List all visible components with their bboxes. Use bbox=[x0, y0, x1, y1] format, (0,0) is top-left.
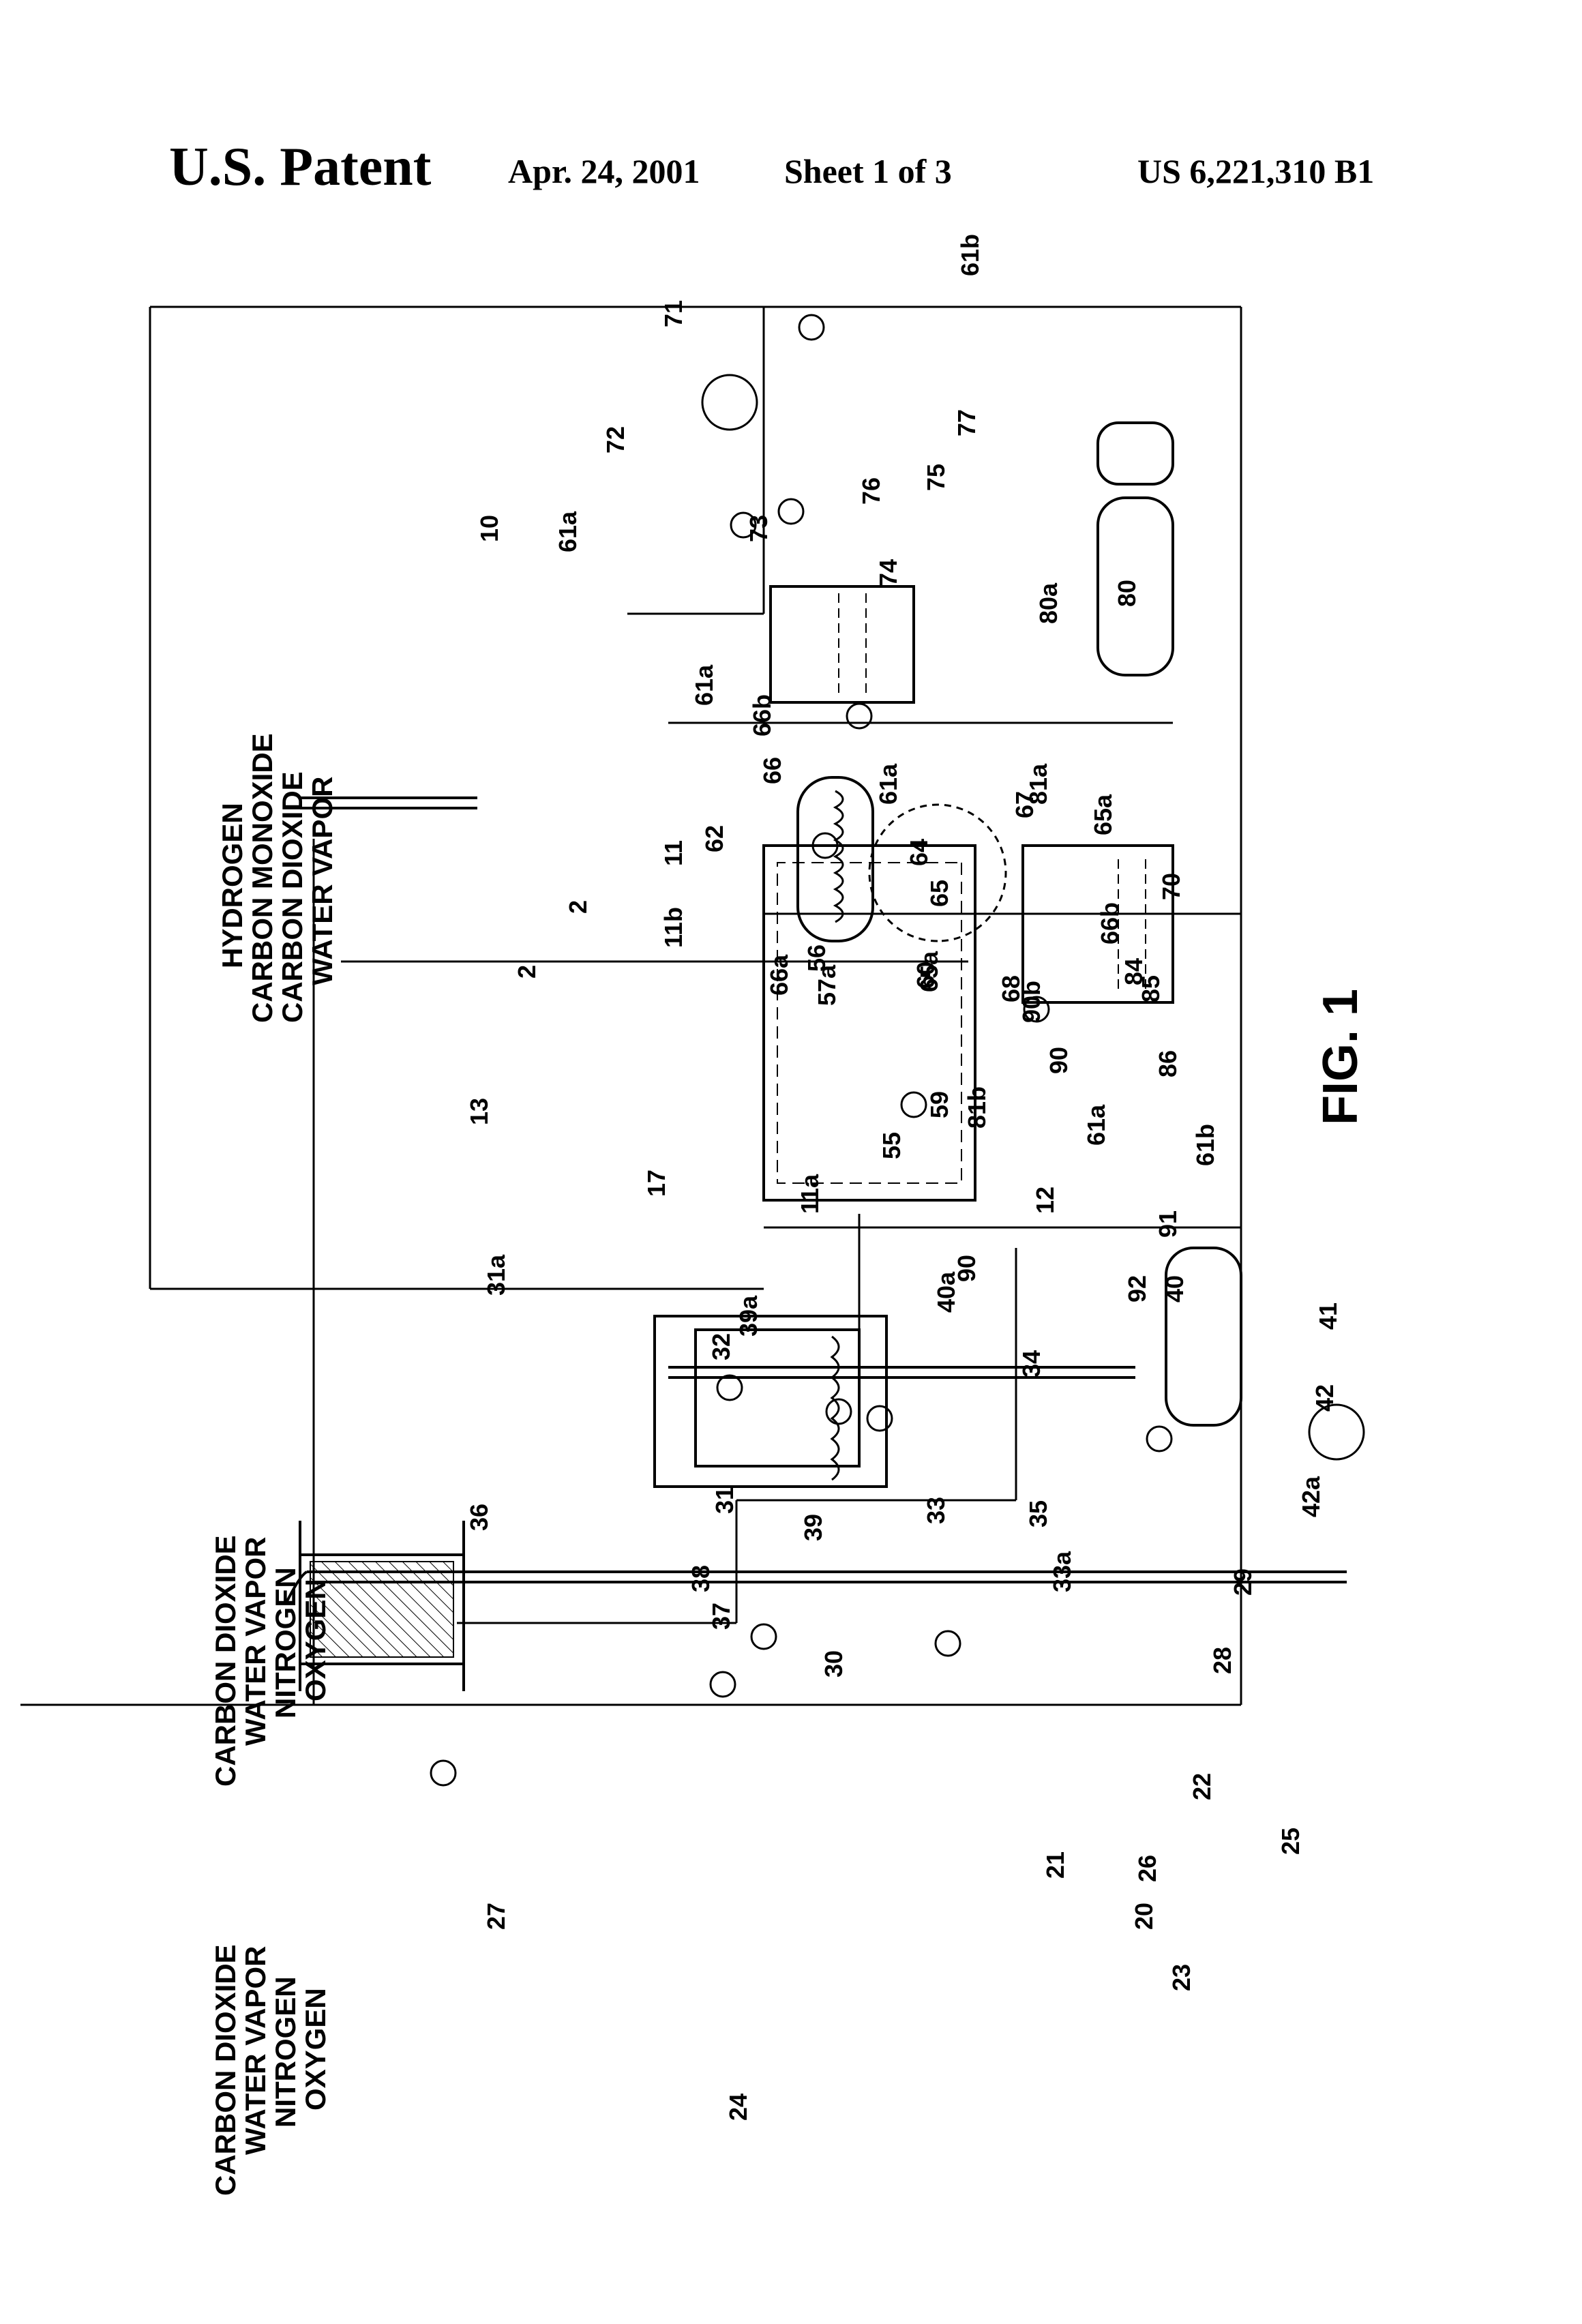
ref-numeral-61a_2: 61a bbox=[690, 664, 718, 706]
ref-numeral-86: 86 bbox=[1154, 1050, 1182, 1077]
svg-text:WATER VAPOR: WATER VAPOR bbox=[239, 1537, 271, 1746]
ref-numeral-41: 41 bbox=[1314, 1302, 1342, 1330]
svg-text:WATER VAPOR: WATER VAPOR bbox=[239, 1946, 271, 2155]
ref-numeral-66: 66 bbox=[758, 757, 786, 784]
ref-numeral-62: 62 bbox=[700, 825, 728, 852]
ref-numeral-61b_1: 61b bbox=[956, 234, 984, 276]
ref-numeral-28: 28 bbox=[1208, 1647, 1236, 1674]
svg-text:CARBON MONOXIDE: CARBON MONOXIDE bbox=[246, 733, 278, 1023]
ref-numeral-73: 73 bbox=[745, 515, 773, 542]
ref-numeral-80: 80 bbox=[1113, 580, 1141, 607]
gas-cylinder-40 bbox=[1166, 1248, 1241, 1425]
ref-numeral-39: 39 bbox=[799, 1514, 827, 1541]
svg-text:CARBON DIOXIDE: CARBON DIOXIDE bbox=[276, 771, 308, 1023]
ref-numeral-21: 21 bbox=[1041, 1851, 1069, 1879]
ref-numeral-61a_1: 61a bbox=[554, 511, 582, 552]
ref-numeral-61a_3: 61a bbox=[874, 763, 902, 805]
ref-numeral-11: 11 bbox=[659, 840, 687, 866]
ref-numeral-34: 34 bbox=[1017, 1350, 1045, 1377]
ref-numeral-11b: 11b bbox=[659, 907, 687, 948]
ref-numeral-74: 74 bbox=[874, 559, 902, 586]
ref-numeral-11a: 11a bbox=[796, 1174, 824, 1214]
svg-text:NITROGEN: NITROGEN bbox=[269, 1976, 301, 2128]
ref-numeral-55: 55 bbox=[878, 1132, 906, 1159]
ref-numeral-35: 35 bbox=[1024, 1500, 1052, 1528]
ref-numeral-70: 70 bbox=[1157, 873, 1185, 900]
ref-numeral-33a: 33a bbox=[1048, 1551, 1076, 1592]
ref-numeral-31: 31 bbox=[711, 1487, 738, 1514]
ref-numeral-90_2: 90 bbox=[953, 1255, 981, 1282]
ref-numeral-33: 33 bbox=[922, 1497, 950, 1524]
figure-caption: FIG. 1 bbox=[1313, 989, 1368, 1125]
ref-numeral-81b: 81b bbox=[963, 1086, 991, 1129]
ref-numeral-75: 75 bbox=[922, 464, 950, 491]
ref-numeral-13: 13 bbox=[465, 1098, 493, 1125]
ref-numeral-22: 22 bbox=[1188, 1773, 1216, 1800]
ref-numeral-31a: 31a bbox=[482, 1254, 510, 1296]
ref-numeral-71: 71 bbox=[659, 300, 687, 327]
gas-cylinder-80 bbox=[1098, 423, 1173, 675]
ref-numeral-20: 20 bbox=[1130, 1903, 1158, 1930]
svg-text:HYDROGEN: HYDROGEN bbox=[216, 803, 248, 968]
ref-numeral-42a: 42a bbox=[1297, 1476, 1325, 1517]
ref-numeral-32: 32 bbox=[707, 1333, 735, 1360]
ref-numeral-57a: 57a bbox=[813, 964, 841, 1006]
ref-numeral-65: 65 bbox=[925, 880, 953, 907]
ref-numeral-17: 17 bbox=[642, 1170, 670, 1197]
ref-numeral-66b_2: 66b bbox=[1096, 902, 1124, 944]
ref-numeral-91: 91 bbox=[1154, 1210, 1182, 1238]
outlet-pipe-36 bbox=[668, 1367, 1135, 1377]
heat-exchanger-32 bbox=[655, 1316, 886, 1487]
ref-numeral-64: 64 bbox=[905, 839, 933, 866]
svg-text:OXYGEN: OXYGEN bbox=[299, 1988, 331, 2111]
svg-text:FIG. 1: FIG. 1 bbox=[1313, 989, 1368, 1125]
ref-numeral-65a_1: 65a bbox=[1089, 794, 1117, 835]
ref-numeral-81a: 81a bbox=[1024, 763, 1052, 805]
ref-numeral-40: 40 bbox=[1161, 1275, 1189, 1302]
svg-text:NITROGEN: NITROGEN bbox=[269, 1567, 301, 1718]
ref-numeral-42: 42 bbox=[1311, 1384, 1339, 1412]
ref-numeral-2a: 2 bbox=[564, 900, 592, 914]
outlet-66-label: HYDROGEN CARBON MONOXIDE CARBON DIOXIDE … bbox=[216, 733, 338, 1023]
tank-73 bbox=[771, 586, 914, 702]
ref-numeral-26: 26 bbox=[1133, 1855, 1161, 1882]
ref-numeral-23: 23 bbox=[1167, 1964, 1195, 1991]
ref-numeral-90b: 90b bbox=[1017, 981, 1045, 1023]
ref-numeral-65a_2: 65a bbox=[915, 951, 943, 992]
ref-numeral-72: 72 bbox=[601, 426, 629, 453]
ref-numeral-39a: 39a bbox=[734, 1295, 762, 1337]
ref-numeral-29: 29 bbox=[1229, 1568, 1257, 1596]
ref-numeral-27: 27 bbox=[482, 1903, 510, 1930]
ref-numeral-76: 76 bbox=[857, 477, 885, 505]
heat-exchanger-62 bbox=[798, 777, 873, 941]
ref-numeral-66b_1: 66b bbox=[748, 694, 776, 736]
ref-numeral-66a: 66a bbox=[765, 954, 793, 996]
outlet-27-label: CARBON DIOXIDE WATER VAPOR NITROGEN OXYG… bbox=[209, 1944, 331, 2196]
ref-numeral-90_1: 90 bbox=[1045, 1047, 1073, 1074]
ref-numeral-30: 30 bbox=[820, 1650, 848, 1678]
ref-numeral-25: 25 bbox=[1277, 1828, 1304, 1855]
ref-numeral-36: 36 bbox=[465, 1504, 493, 1531]
ref-numeral-80a: 80a bbox=[1034, 582, 1062, 624]
ref-numeral-92: 92 bbox=[1123, 1275, 1151, 1302]
svg-text:CARBON DIOXIDE: CARBON DIOXIDE bbox=[209, 1535, 241, 1787]
svg-text:CARBON DIOXIDE: CARBON DIOXIDE bbox=[209, 1944, 241, 2196]
ref-numeral-61b_2: 61b bbox=[1191, 1124, 1219, 1166]
ref-numeral-37: 37 bbox=[707, 1603, 735, 1630]
ref-numeral-77: 77 bbox=[953, 409, 981, 436]
ref-numeral-24: 24 bbox=[724, 2094, 752, 2121]
ref-numeral-59: 59 bbox=[925, 1091, 953, 1118]
ref-numeral-85: 85 bbox=[1137, 975, 1165, 1002]
ref-numeral-10: 10 bbox=[475, 515, 503, 542]
ref-numeral-2b: 2 bbox=[513, 965, 541, 979]
piping bbox=[20, 307, 1241, 1705]
svg-text:OXYGEN: OXYGEN bbox=[299, 1579, 331, 1701]
ref-numeral-61a_4: 61a bbox=[1082, 1104, 1110, 1146]
ref-numeral-12: 12 bbox=[1031, 1187, 1059, 1214]
ref-numeral-38: 38 bbox=[687, 1565, 715, 1592]
svg-text:WATER VAPOR: WATER VAPOR bbox=[306, 777, 338, 985]
